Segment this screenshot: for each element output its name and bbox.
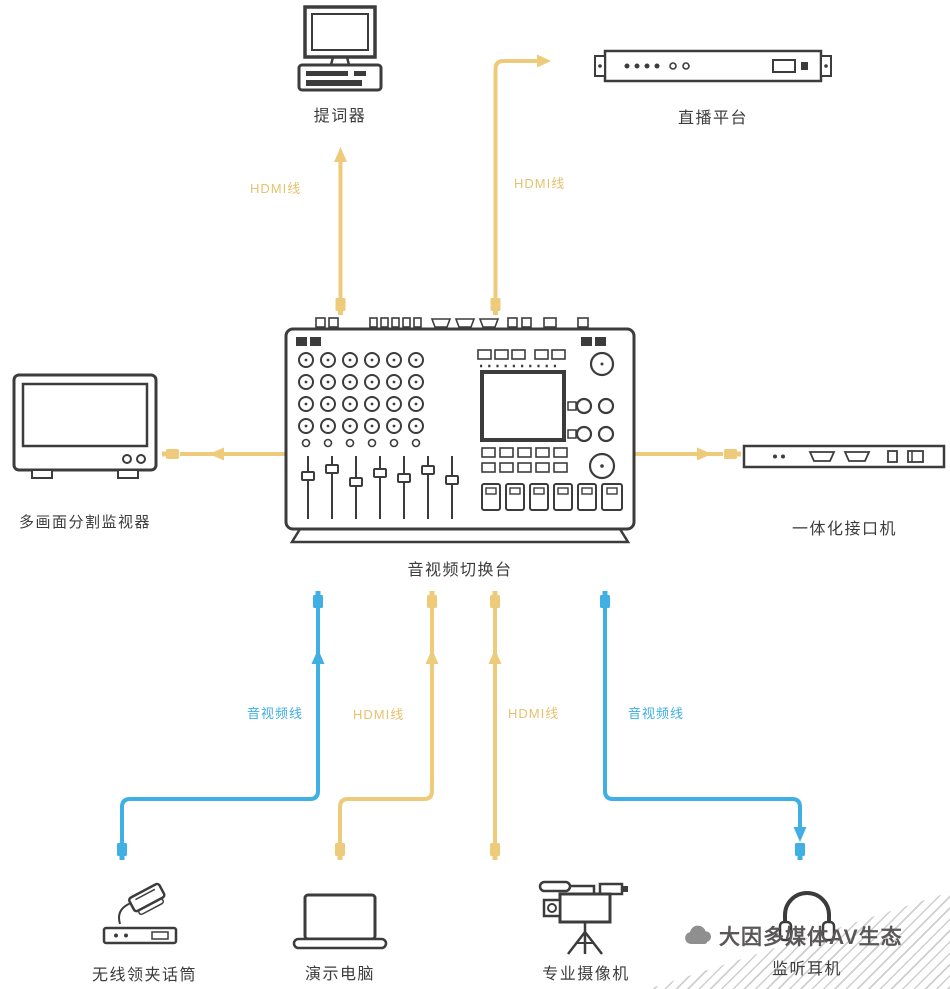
cable-arrow [311, 649, 325, 664]
cable-plug [427, 595, 437, 608]
cable-plug [600, 595, 610, 608]
live-platform-label: 直播平台 [677, 110, 748, 127]
cable-arrow [537, 54, 551, 68]
cable-hdmi-live-platform [490, 54, 551, 315]
watermark: 大因多媒体AV生态 [684, 921, 903, 951]
cable-hdmi-interface [633, 447, 741, 461]
cable-hdmi-camera [488, 591, 502, 860]
pro-camera-node: 专业摄像机 [538, 876, 634, 984]
pro-camera-label: 专业摄像机 [542, 966, 630, 983]
interface-unit-node: 一体化接口机 [742, 443, 947, 539]
demo-computer-node: 演示电脑 [292, 893, 388, 984]
switcher-screen [480, 370, 566, 442]
cable-hdmi-multiview [162, 447, 287, 461]
cable-plug [335, 298, 346, 311]
live-platform-icon [594, 49, 832, 83]
cable-label-av-headphones: 音视频线 [628, 706, 685, 721]
cloud-logo-icon [685, 925, 712, 944]
switcher-faders [301, 456, 459, 519]
teleprompter-icon [297, 5, 383, 92]
cable-arrow [793, 827, 807, 842]
wireless-mic-icon [102, 882, 178, 945]
cable-label-hdmi-camera: HDMI线 [508, 706, 560, 721]
cable-arrow [209, 447, 224, 461]
av-switcher-node: 音视频切换台 [282, 316, 638, 580]
cable-label-hdmi-demo-computer: HDMI线 [353, 707, 405, 722]
wireless-mic-label: 无线领夹话筒 [92, 967, 198, 984]
cable-plug [117, 843, 127, 856]
av-switcher-icon [284, 317, 636, 544]
cable-arrow [334, 147, 347, 162]
cable-plug [490, 595, 500, 608]
wireless-mic-node: 无线领夹话筒 [92, 880, 197, 985]
headphones-icon [778, 891, 836, 942]
av-switcher-label: 音视频切换台 [407, 562, 513, 579]
teleprompter-label: 提词器 [313, 108, 367, 125]
cable-plug [490, 298, 501, 311]
cable-plug [490, 843, 500, 856]
cable-label-hdmi-live-platform: HDMI线 [514, 176, 566, 191]
multiview-monitor-icon [12, 373, 158, 479]
headphones-label: 监听耳机 [772, 961, 843, 978]
cable-hdmi-demo-computer [335, 591, 439, 860]
cable-plug [335, 843, 345, 856]
switcher-rear-ports [315, 317, 589, 328]
cable-arrow [697, 447, 712, 461]
multiview-monitor-label: 多画面分割监视器 [18, 514, 151, 531]
interface-unit-label: 一体化接口机 [791, 521, 897, 538]
cable-plug [724, 449, 737, 459]
cable-av-wireless-mic [117, 591, 325, 860]
teleprompter-node: 提词器 [296, 4, 384, 126]
cable-av-headphones [600, 591, 807, 860]
cable-arrow [488, 649, 502, 664]
cable-plug [166, 449, 179, 459]
live-platform-node: 直播平台 [593, 44, 833, 128]
cable-label-av-wireless-mic: 音视频线 [247, 706, 304, 721]
cable-plug [313, 595, 323, 608]
interface-unit-icon [742, 444, 946, 469]
cable-plug [795, 843, 805, 856]
watermark-text: 大因多媒体AV生态 [719, 926, 903, 949]
headphones-node: 监听耳机 [772, 886, 842, 979]
demo-computer-icon [292, 893, 388, 950]
cable-label-hdmi-teleprompter: HDMI线 [250, 181, 302, 196]
pro-camera-icon [538, 880, 628, 955]
demo-computer-label: 演示电脑 [304, 966, 375, 983]
cable-hdmi-teleprompter [334, 147, 347, 315]
multiview-monitor-node: 多画面分割监视器 [10, 372, 160, 532]
cable-arrow [425, 649, 439, 664]
